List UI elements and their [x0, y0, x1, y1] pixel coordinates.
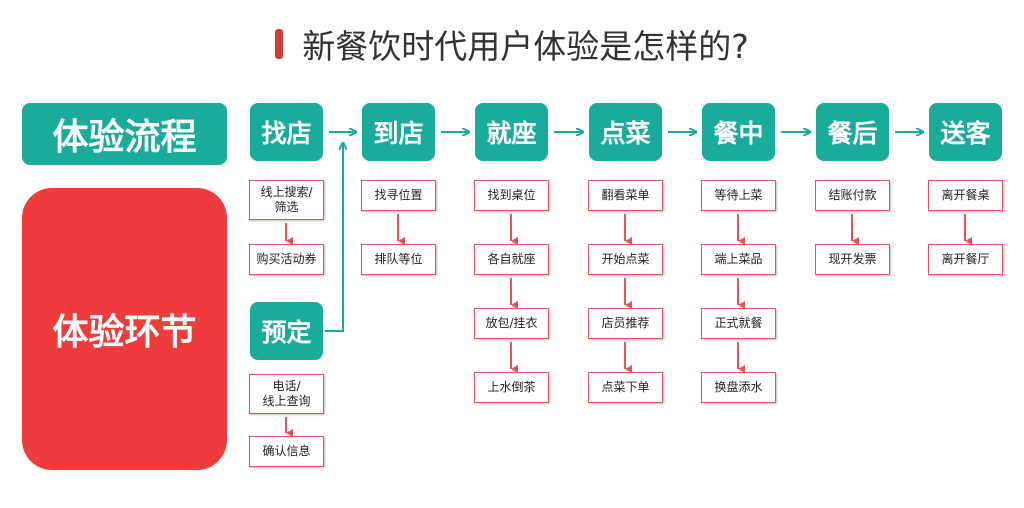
stage-6: 餐后 — [816, 103, 889, 161]
stage-5-action-1: 等待上菜 — [701, 180, 776, 211]
title-accent-bar — [275, 29, 284, 59]
stage-3-action-4: 上水倒茶 — [474, 372, 549, 403]
stage-6-action-1: 结账付款 — [815, 180, 890, 211]
stage-7: 送客 — [929, 103, 1002, 161]
stage-4: 点菜 — [589, 103, 662, 161]
reserve-action-1: 电话/ 线上查询 — [249, 374, 324, 414]
stage-1: 找店 — [250, 103, 323, 161]
title-area: 新餐饮时代用户体验是怎样的? — [0, 20, 1024, 68]
stage-3-action-1: 找到桌位 — [474, 180, 549, 211]
stage-4-action-4: 点菜下单 — [588, 372, 663, 403]
stage-7-action-2: 离开餐厅 — [928, 244, 1003, 275]
stage-5-action-3: 正式就餐 — [701, 308, 776, 339]
stage-7-action-1: 离开餐桌 — [928, 180, 1003, 211]
process-label-badge: 体验流程 — [22, 103, 227, 165]
stage-5-action-2: 端上菜品 — [701, 244, 776, 275]
stage-5: 餐中 — [702, 103, 775, 161]
stage-1-action-2: 购买活动券 — [249, 244, 324, 275]
stage-5-action-4: 换盘添水 — [701, 372, 776, 403]
steps-label-badge: 体验环节 — [22, 188, 227, 470]
stage-1-action-1: 线上搜索/ 筛选 — [249, 180, 324, 220]
stage-3: 就座 — [475, 103, 548, 161]
stage-2-action-2: 排队等位 — [361, 244, 436, 275]
reserve-to-arrive-arrow — [325, 143, 343, 332]
stage-4-action-3: 店员推荐 — [588, 308, 663, 339]
stage-2: 到店 — [362, 103, 435, 161]
page-title: 新餐饮时代用户体验是怎样的? — [302, 27, 749, 66]
stage-4-action-1: 翻看菜单 — [588, 180, 663, 211]
stage-reserve: 预定 — [250, 302, 323, 360]
stage-2-action-1: 找寻位置 — [361, 180, 436, 211]
stage-3-action-3: 放包/挂衣 — [474, 308, 549, 339]
